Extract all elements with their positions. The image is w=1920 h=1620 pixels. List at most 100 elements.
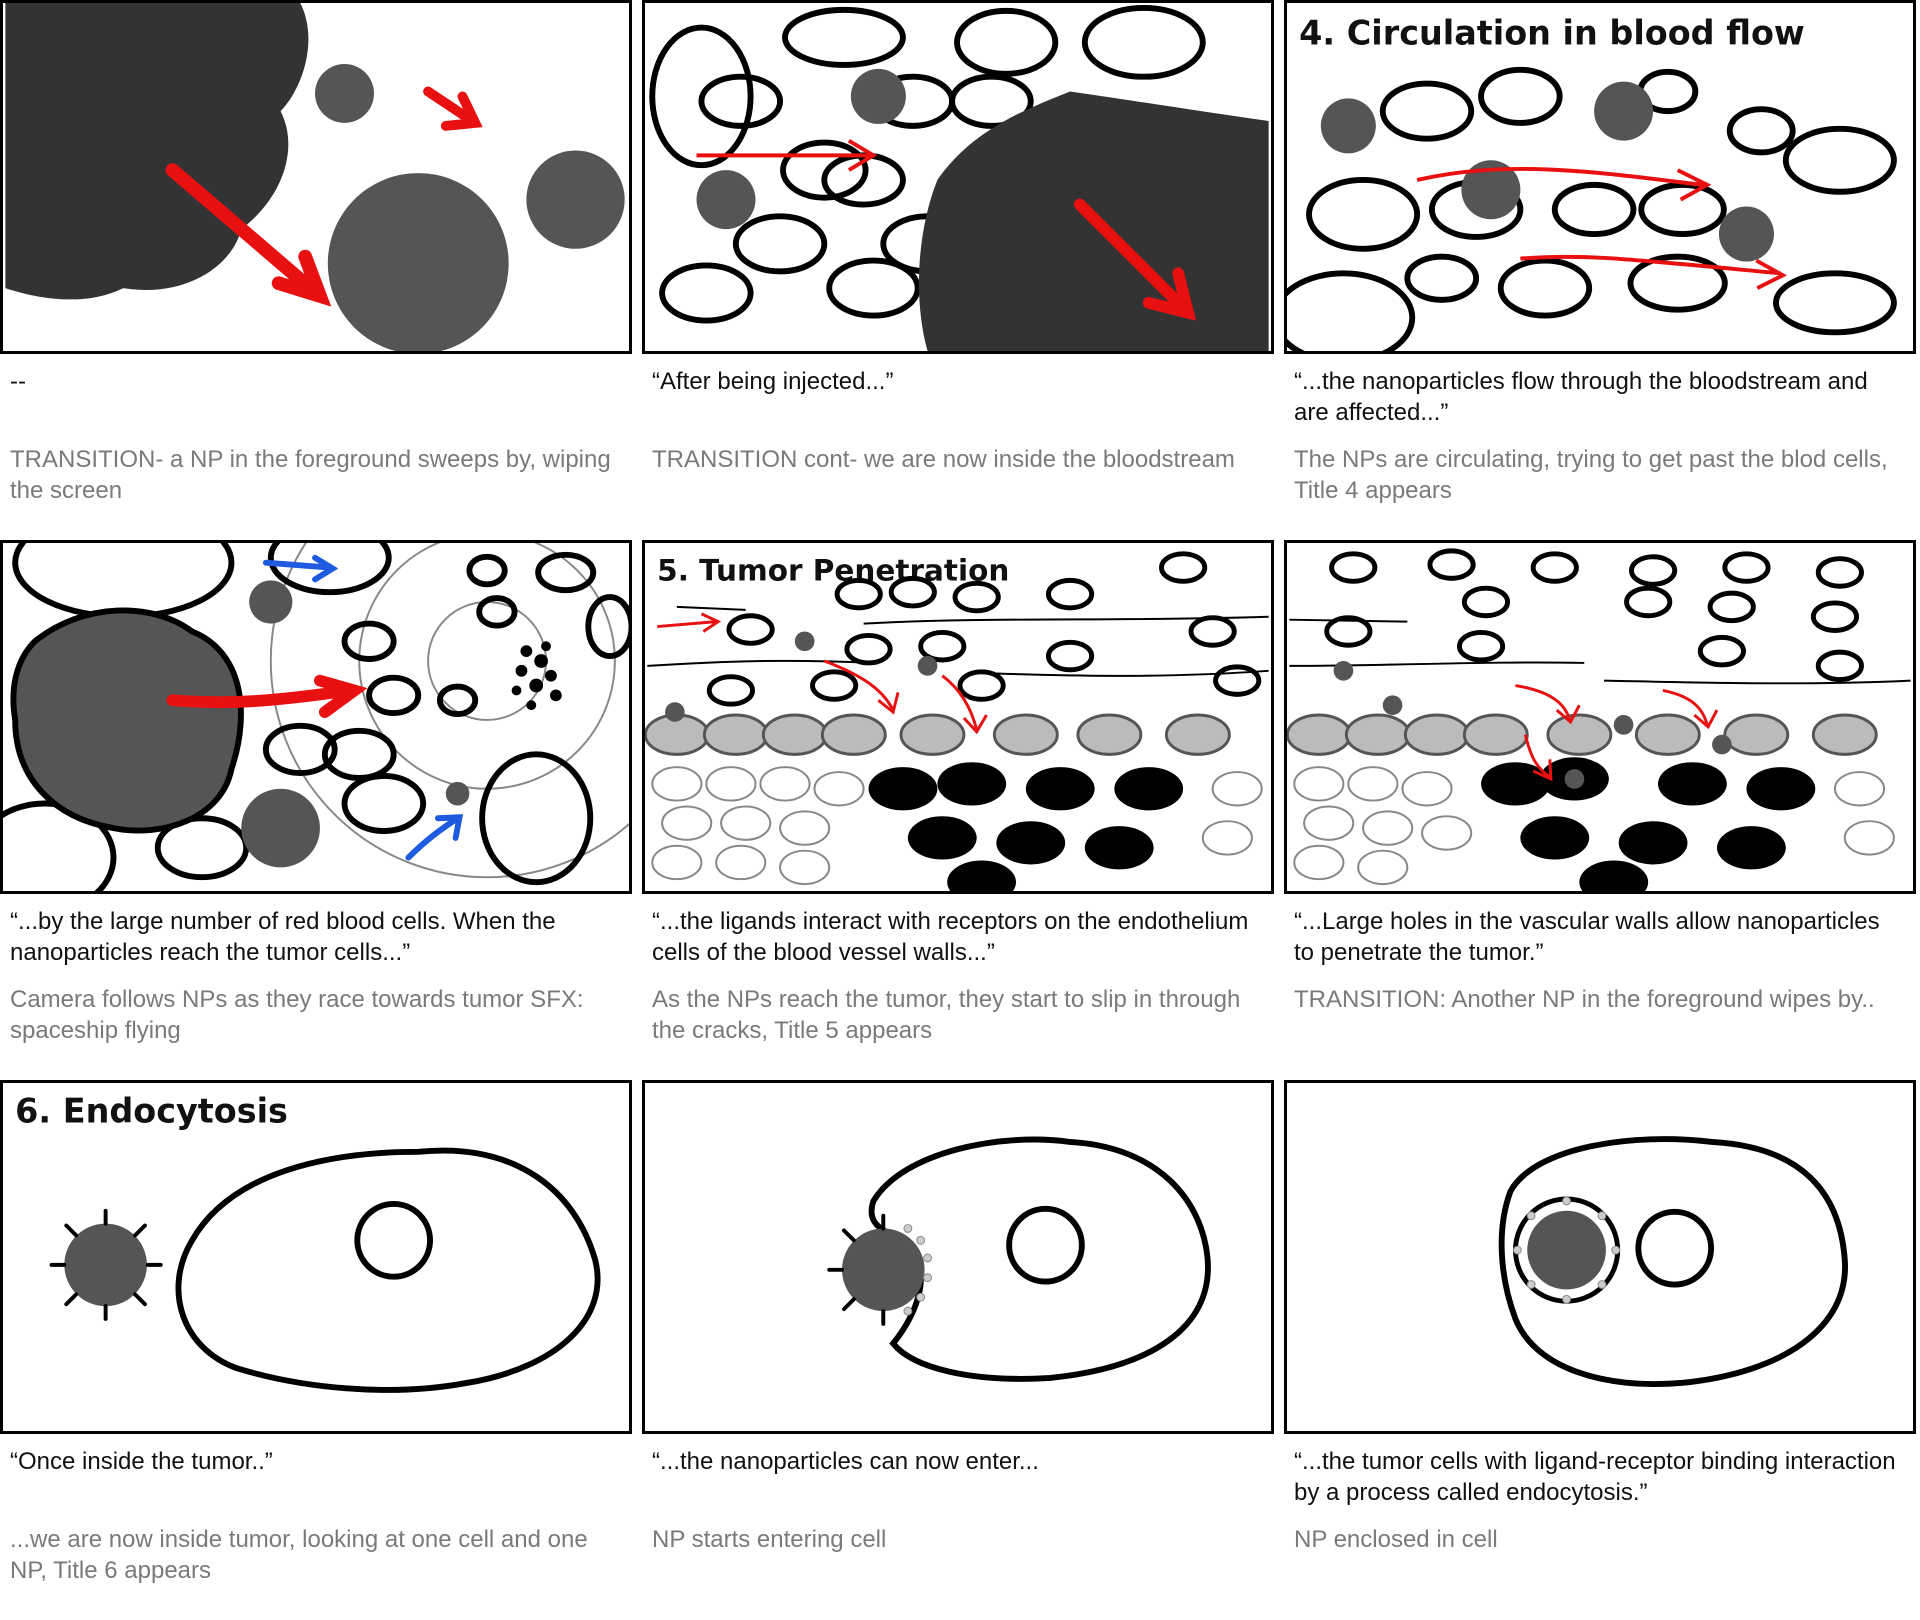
motion-arrow-red [166, 674, 368, 718]
red-blood-cell [3, 800, 117, 891]
panel-direction-note: As the NPs reach the tumor, they start t… [652, 986, 1241, 1044]
panel-title: 4. Circulation in blood flow [1299, 13, 1805, 52]
storyboard-panel-5: 5. Tumor Penetration [642, 540, 1278, 1080]
nanoparticle [1320, 98, 1376, 154]
red-blood-cell [1427, 548, 1476, 581]
cell-nucleus [1006, 1205, 1085, 1285]
tumor-cluster [511, 641, 562, 711]
red-blood-cell [1815, 556, 1864, 589]
red-blood-cell [810, 669, 859, 702]
nanoparticle [1527, 1210, 1606, 1290]
panel-7-illustration: 6. Endocytosis [0, 1080, 632, 1434]
arrow-head-red [271, 249, 332, 307]
panel-direction-note: NP starts entering cell [652, 1526, 887, 1553]
ligand-spikes [49, 1208, 163, 1321]
red-blood-cell [1629, 554, 1678, 587]
red-blood-cell [1782, 125, 1897, 195]
panel-7-sketch: 6. Endocytosis [15, 1091, 601, 1393]
foreground-nanoparticle [10, 607, 244, 834]
red-blood-cell [834, 577, 883, 611]
panel-direction-note: TRANSITION: Another NP in the foreground… [1294, 986, 1875, 1013]
nanoparticle [842, 1228, 925, 1312]
motion-arrow-red [696, 138, 878, 172]
red-blood-cell [1722, 551, 1771, 584]
nanoparticle [696, 170, 756, 230]
panel-8-sketch [827, 1136, 1211, 1382]
red-blood-cell [957, 669, 1006, 702]
red-blood-cell [1530, 551, 1579, 584]
red-blood-cell [1551, 181, 1637, 237]
red-blood-cell [585, 594, 629, 659]
panel-5-sketch: 5. Tumor Penetration [645, 551, 1269, 891]
panel-title: 5. Tumor Penetration [657, 553, 1009, 587]
red-blood-cell [1188, 615, 1237, 648]
panel-9-sketch [1498, 1136, 1848, 1388]
red-blood-cell [479, 751, 594, 886]
storyboard-panel-1: -- TRANSITION- a NP in the foreground sw… [0, 0, 636, 540]
red-blood-cell [466, 553, 508, 588]
red-blood-cell [952, 580, 1001, 614]
red-blood-cell [341, 620, 397, 662]
red-blood-cell [782, 6, 906, 68]
red-blood-cell [1627, 253, 1728, 313]
cell-nucleus [354, 1200, 433, 1280]
panel-3-sketch: 4. Circulation in blood flow [1287, 13, 1897, 351]
red-blood-cell [366, 674, 422, 717]
tumor-cells [868, 762, 1184, 891]
red-blood-cell [1810, 600, 1860, 633]
nanoparticle [526, 150, 625, 249]
tumor-cells [1481, 757, 1816, 891]
motion-arrow-red [1515, 684, 1581, 725]
red-blood-cell [1045, 577, 1095, 611]
vessel-wall-line [1289, 618, 1911, 685]
red-blood-cell [535, 551, 597, 594]
panel-dialogue: “...Large holes in the vascular walls al… [1294, 908, 1880, 966]
nanoparticle [917, 656, 938, 676]
motion-arrow-red [823, 659, 900, 715]
nanoparticle [665, 702, 685, 722]
red-blood-cell [267, 543, 392, 596]
red-blood-cell [1159, 551, 1208, 584]
panel-dialogue: “...the ligands interact with receptors … [652, 908, 1249, 966]
red-blood-cell [954, 7, 1059, 77]
red-blood-cell [726, 613, 775, 646]
panel-dialogue: “...the nanoparticles can now enter... [652, 1448, 1039, 1475]
red-blood-cell [12, 543, 235, 620]
motion-arrow-red [1416, 166, 1712, 202]
panel-2-illustration [642, 0, 1274, 354]
endothelium-row [1287, 713, 1878, 756]
red-blood-cell [659, 262, 754, 324]
panel-dialogue: “...the nanoparticles flow through the b… [1294, 368, 1868, 426]
red-blood-cell [1213, 664, 1262, 697]
storyboard-panel-8: “...the nanoparticles can now enter... N… [642, 1080, 1278, 1620]
red-blood-cell [1815, 649, 1864, 683]
red-blood-cell [341, 773, 427, 834]
panel-dialogue: -- [10, 368, 26, 395]
motion-arrow-red [1523, 734, 1553, 782]
panel-6-sketch [1287, 548, 1911, 891]
storyboard-panel-4: “...by the large number of red blood cel… [0, 540, 636, 1080]
red-blood-cell [844, 632, 893, 666]
red-blood-cell [1306, 177, 1421, 252]
receptor-beads [1513, 1196, 1621, 1304]
red-blood-cell [1324, 615, 1373, 648]
motion-arrow-blue [262, 554, 339, 583]
panel-3-illustration: 4. Circulation in blood flow [1284, 0, 1916, 354]
panel-5-illustration: 5. Tumor Penetration [642, 540, 1274, 894]
tumor-cell-membrane [1498, 1136, 1848, 1388]
storyboard-panel-2: “After being injected...” TRANSITION con… [642, 0, 1278, 540]
red-blood-cell [1478, 66, 1563, 126]
panel-4-illustration [0, 540, 632, 894]
nanoparticle [1333, 660, 1354, 681]
panel-8-illustration [642, 1080, 1274, 1434]
ligand-spikes [827, 1213, 886, 1326]
panel-direction-note: Camera follows NPs as they race towards … [10, 986, 584, 1044]
nanoparticle [1382, 695, 1403, 716]
endothelium-row [645, 713, 1231, 756]
nanoparticle [1613, 715, 1634, 735]
panel-title: 6. Endocytosis [15, 1091, 288, 1130]
nanoparticle [850, 68, 906, 124]
motion-arrow-red [657, 612, 722, 633]
motion-arrow-red [423, 86, 483, 131]
